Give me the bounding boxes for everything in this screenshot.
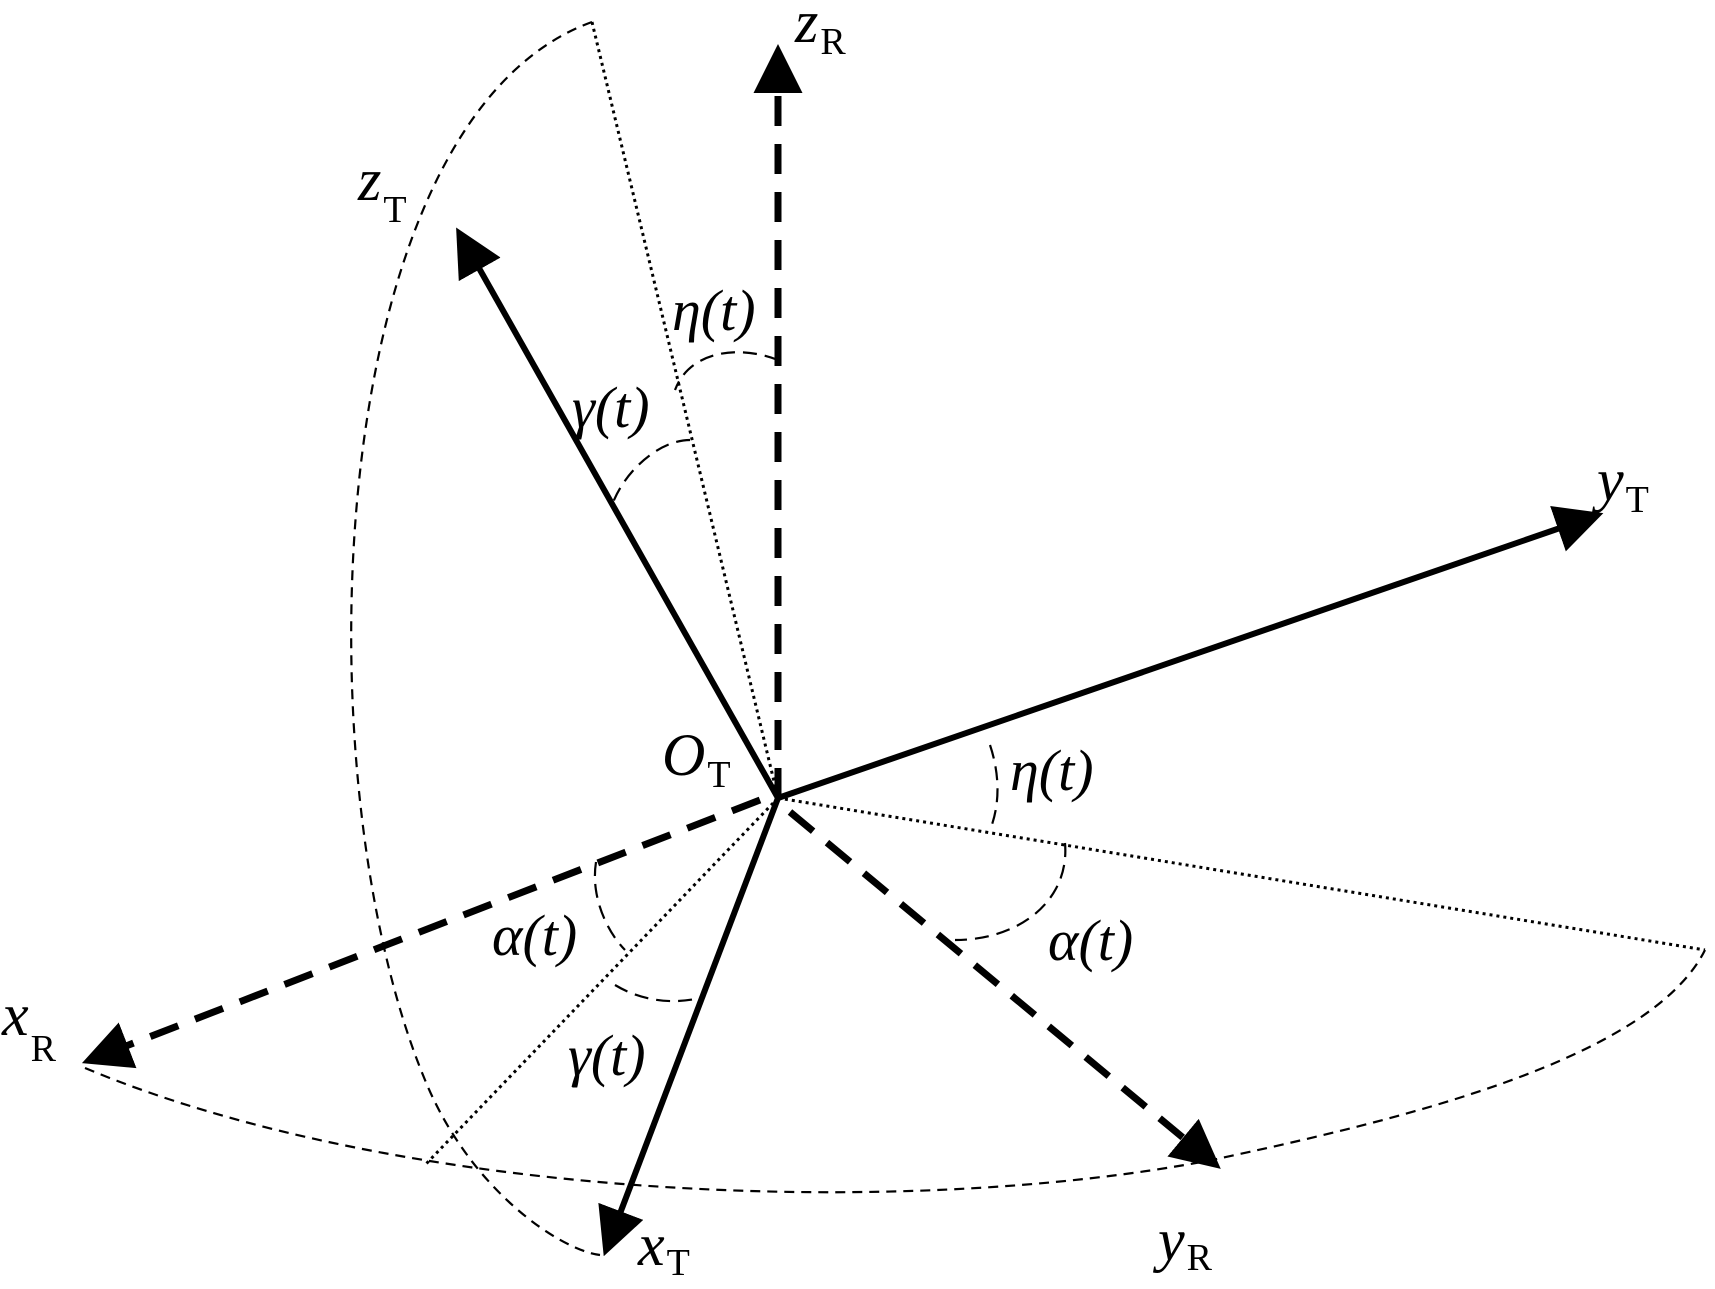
alpha-right-angle-arc [954,842,1067,942]
gamma-top-label: γ(t) [572,375,650,440]
eta-top-label: η(t) [672,278,756,343]
xT-label: xT [637,1212,690,1284]
alpha-left-angle-arc [593,861,626,951]
gamma-bottom-label: γ(t) [568,1023,646,1088]
xT-axis [598,796,781,1257]
xT-projection-dotted-line [423,796,780,1167]
zR-label: zR [794,0,846,63]
yT-axis [777,506,1604,801]
yT-label: yT [1591,447,1649,521]
xR-label: xR [1,982,57,1070]
eta-right-label: η(t) [1010,738,1094,803]
origin-label: OT [662,722,731,796]
yR-label: yR [1152,1207,1213,1279]
xR-axis [81,796,762,1069]
gamma-bottom-angle-arc [614,984,701,1003]
eta-right-angle-arc [988,744,999,831]
alpha-left-label: α(t) [492,903,577,968]
alpha-right-label: α(t) [1048,908,1133,973]
yR-axis [787,809,1221,1169]
yT-projection-dotted-line [777,796,1706,952]
eta-top-angle-arc [673,351,779,391]
zT-label: zT [357,147,407,231]
zT-axis [456,227,781,800]
gamma-top-angle-arc [610,438,691,506]
horizontal-great-circle-arc [84,949,1706,1194]
